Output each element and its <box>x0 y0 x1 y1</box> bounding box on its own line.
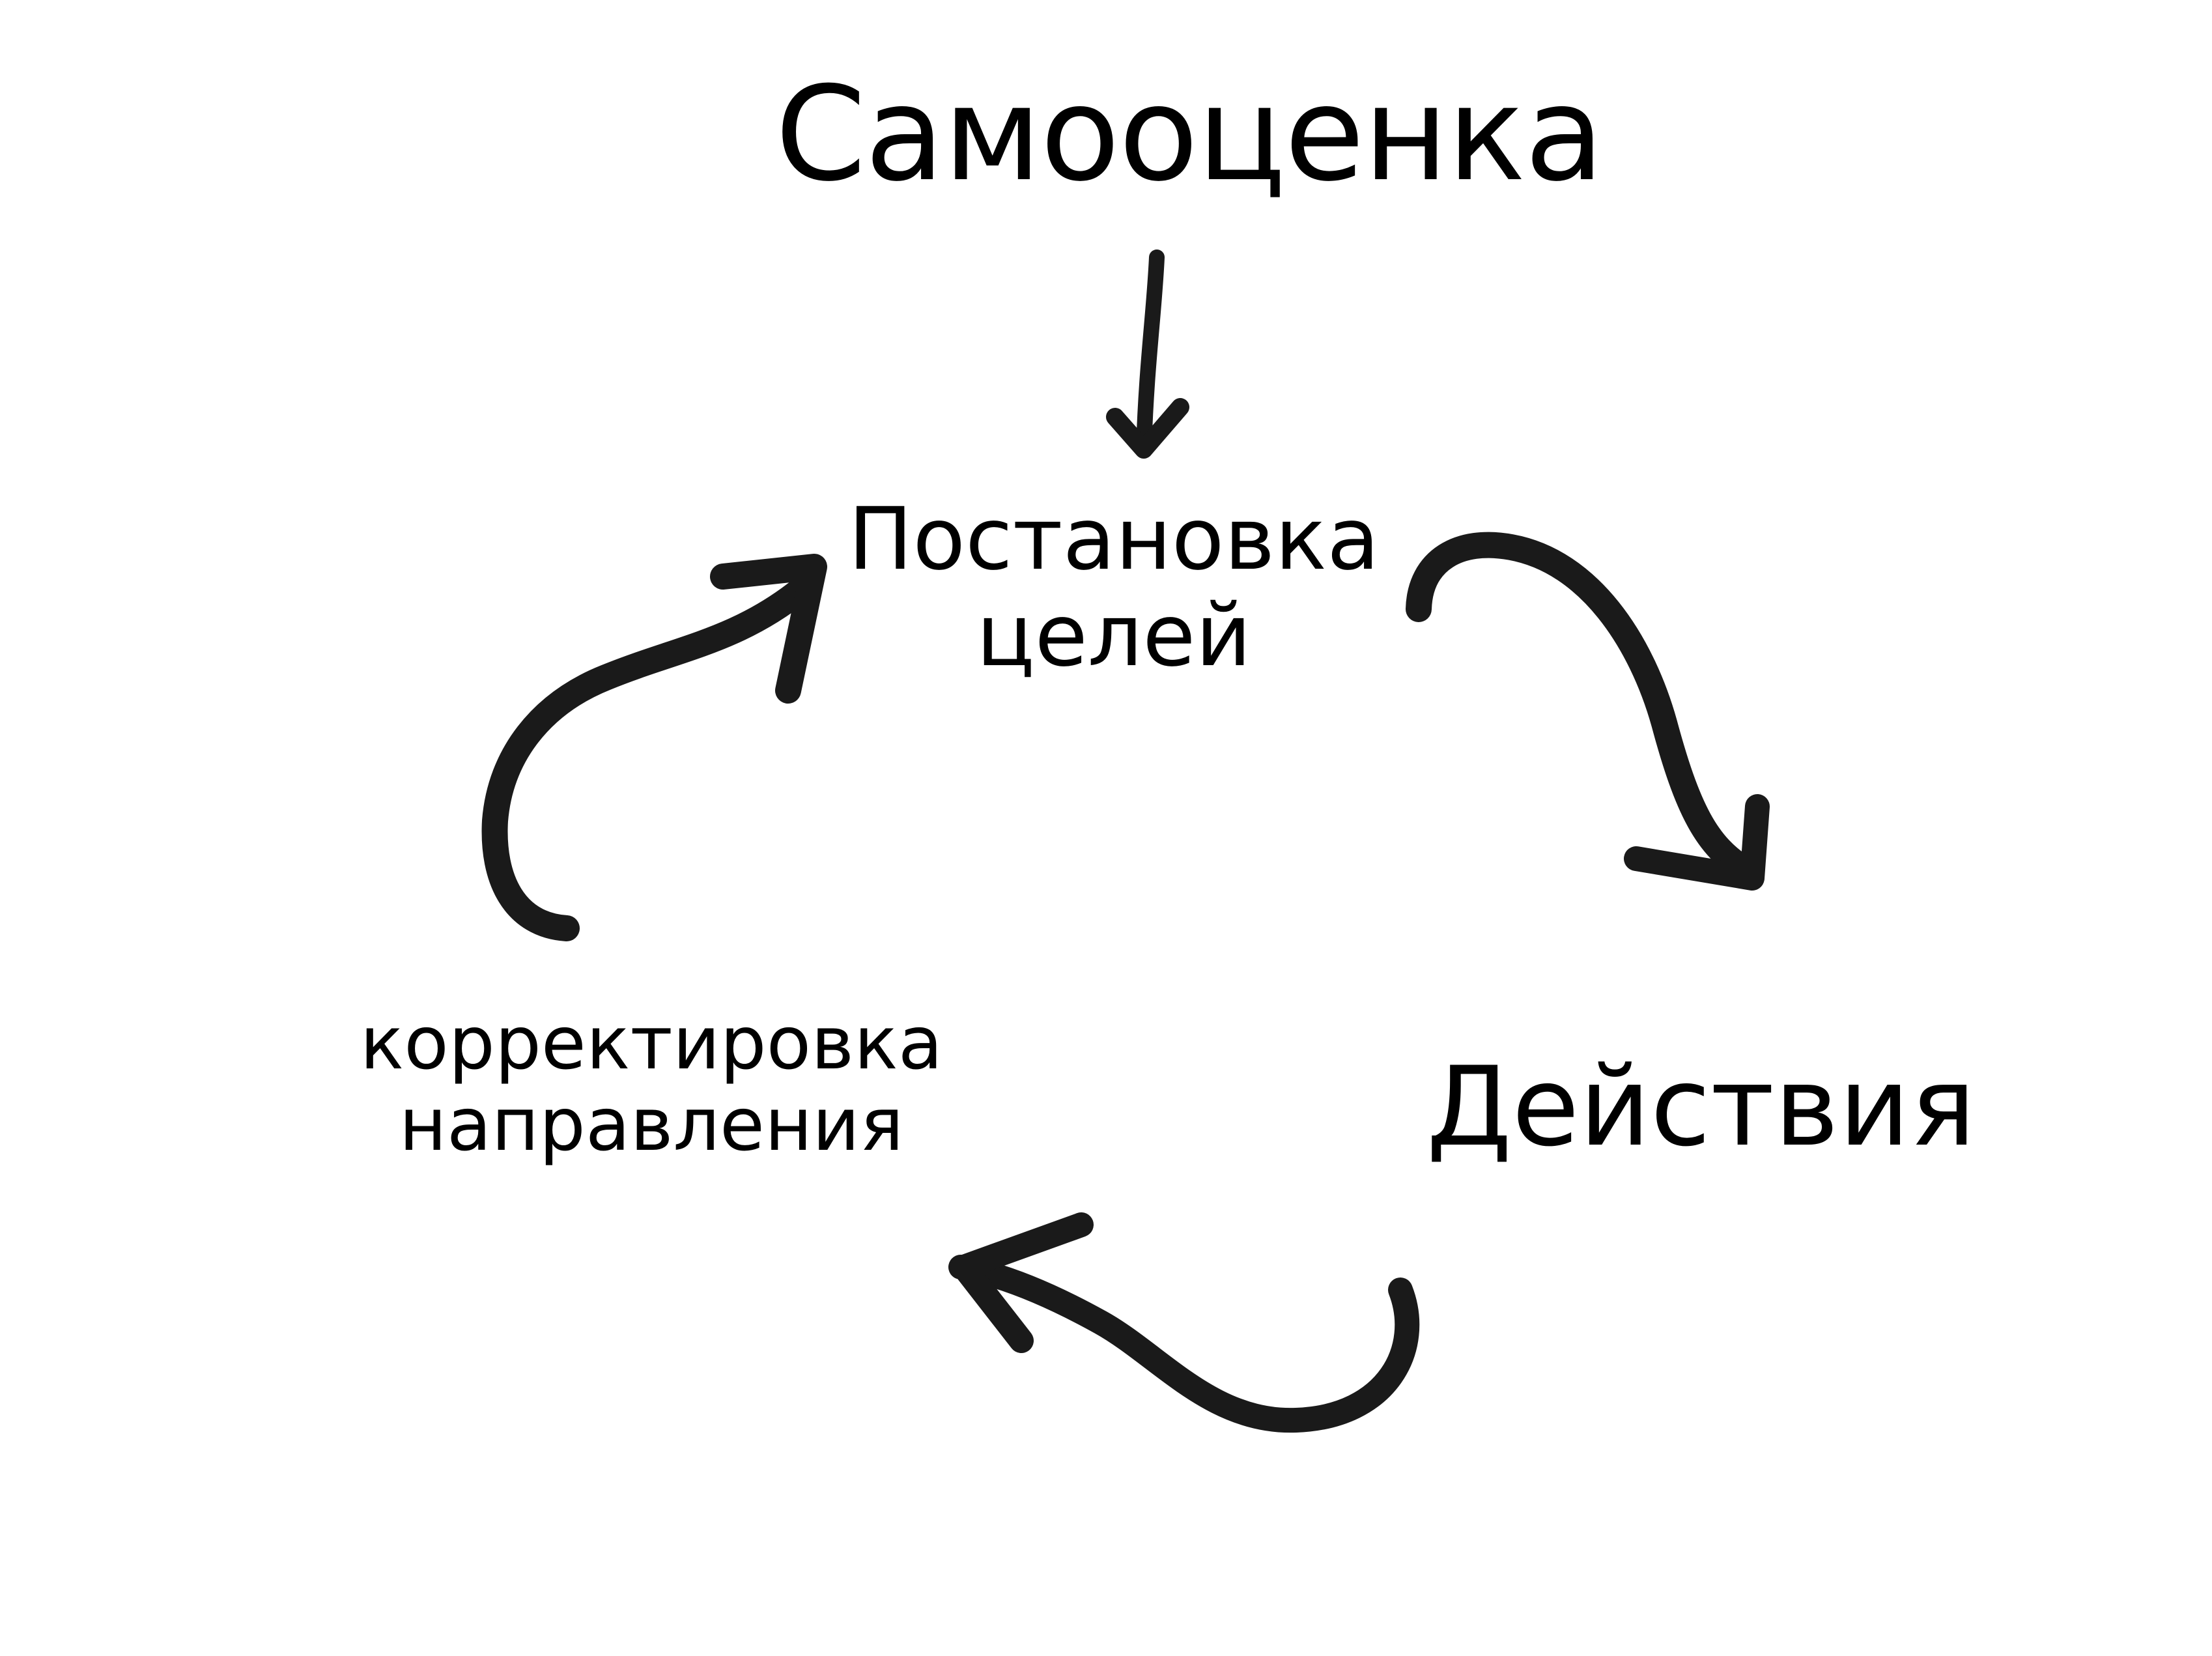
direction-correction-line-1: корректировка <box>360 1001 943 1086</box>
arrow-goal-setting-to-actions <box>1406 532 1770 891</box>
goal-setting-line-2: целей <box>976 585 1252 686</box>
arrow-2-shaft <box>1406 532 1759 883</box>
arrow-2-head <box>1624 794 1770 891</box>
arrow-actions-to-correction <box>948 1212 1420 1433</box>
direction-correction-line-2: направления <box>399 1083 904 1168</box>
self-assessment-label: Самооценка <box>775 59 1604 210</box>
arrow-correction-to-goal-setting <box>481 554 827 941</box>
direction-correction-label: корректировка направления <box>326 1003 977 1167</box>
arrow-4-head <box>710 554 827 704</box>
arrow-self-assessment-to-goal-setting <box>1106 250 1189 459</box>
goal-setting-label: Постановка целей <box>840 489 1387 686</box>
goal-setting-line-1: Постановка <box>848 489 1380 590</box>
arrow-3-shaft <box>948 1255 1420 1433</box>
arrow-4-shaft <box>481 577 814 941</box>
arrow-3-head <box>952 1212 1094 1353</box>
arrow-1-shaft <box>1136 250 1165 457</box>
arrow-1-head <box>1106 398 1189 459</box>
actions-label: Действия <box>1426 1043 1976 1171</box>
